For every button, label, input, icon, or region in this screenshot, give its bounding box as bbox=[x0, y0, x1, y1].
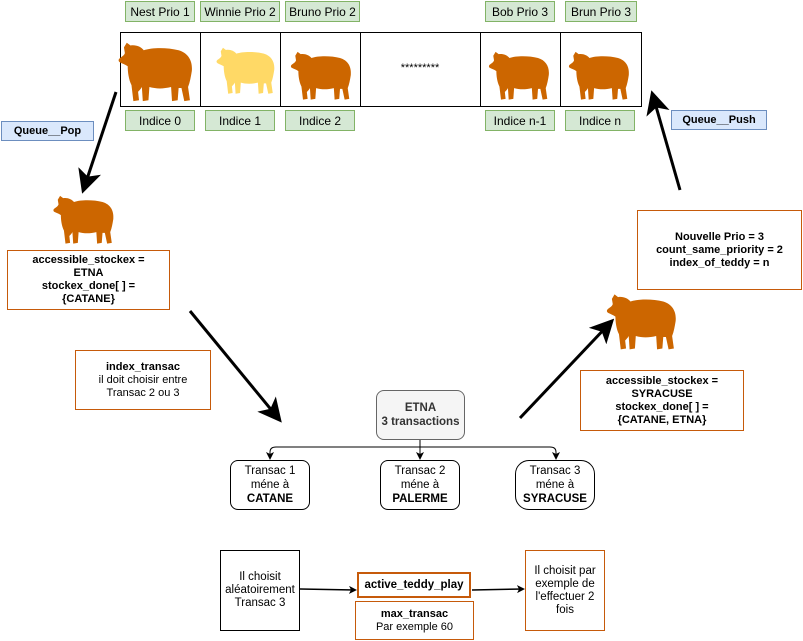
index-transac-line: Transac 2 ou 3 bbox=[106, 386, 180, 399]
left-state-line: accessible_stockex = bbox=[32, 254, 145, 266]
example-choice-line: fois bbox=[556, 603, 574, 616]
etna-branch bbox=[269, 440, 557, 458]
example-choice-line: Il choisit par bbox=[534, 564, 596, 577]
right-state-line: stockex_done[ ] = bbox=[615, 400, 709, 413]
transac-destination: CATANE bbox=[246, 493, 294, 505]
example-choice-box: Il choisit par exemple de l'effectuer 2 … bbox=[525, 550, 605, 631]
queue-index-4: Indice n bbox=[565, 110, 635, 131]
queue-pop-label: Queue__Pop bbox=[1, 121, 94, 141]
left-state-line: ETNA bbox=[73, 267, 104, 279]
new-priority-line: index_of_teddy = n bbox=[669, 256, 770, 269]
queue-divider bbox=[560, 32, 561, 106]
left-state-box: accessible_stockex = ETNA stockex_done[ … bbox=[7, 250, 170, 310]
to-active-teddy-arrow bbox=[299, 585, 357, 594]
to-bear-arrow bbox=[518, 318, 615, 420]
queue-index-0: Indice 0 bbox=[125, 110, 195, 131]
max-transac-box: max_transac Par exemple 60 bbox=[355, 601, 474, 640]
etna-subtitle: 3 transactions bbox=[381, 416, 460, 428]
right-state-line: accessible_stockex = bbox=[605, 374, 719, 387]
example-choice-line: l'effectuer 2 bbox=[535, 590, 595, 603]
queue-name-1: Winnie Prio 2 bbox=[200, 1, 280, 22]
transac-destination: SYRACUSE bbox=[523, 493, 587, 505]
etna-title: ETNA bbox=[404, 402, 437, 414]
right-state-line: SYRACUSE bbox=[631, 387, 693, 400]
transac-destination: PALERME bbox=[392, 493, 448, 505]
queue-container bbox=[120, 32, 642, 107]
transac-line: méne à bbox=[400, 479, 440, 491]
transac-box-3: Transac 3 méne à SYRACUSE bbox=[515, 460, 595, 510]
transac-line: méne à bbox=[535, 479, 575, 491]
queue-divider bbox=[200, 32, 201, 106]
random-choice-box: Il choisit aléatoirement Transac 3 bbox=[220, 550, 300, 631]
new-priority-line: count_same_priority = 2 bbox=[656, 243, 783, 256]
transac-line: Transac 3 bbox=[529, 465, 581, 477]
random-choice-line: aléatoirement bbox=[225, 584, 295, 596]
max-transac-line: Par exemple 60 bbox=[375, 620, 454, 633]
left-state-line: stockex_done[ ] = bbox=[41, 280, 136, 292]
index-transac-title: index_transac bbox=[106, 360, 180, 373]
queue-name-0: Nest Prio 1 bbox=[125, 1, 195, 22]
max-transac-title: max_transac bbox=[380, 607, 449, 620]
queue-divider bbox=[480, 32, 481, 106]
left-state-line: {CATANE} bbox=[62, 293, 115, 305]
right-state-box: accessible_stockex = SYRACUSE stockex_do… bbox=[580, 370, 744, 431]
transac-box-1: Transac 1 méne à CATANE bbox=[230, 460, 310, 510]
queue-index-2: Indice 2 bbox=[285, 110, 355, 131]
queue-ellipsis: ********* bbox=[400, 62, 440, 74]
push-arrow bbox=[646, 90, 682, 191]
transac-line: Transac 1 bbox=[244, 465, 296, 477]
queue-divider bbox=[280, 32, 281, 106]
new-priority-box: Nouvelle Prio = 3 count_same_priority = … bbox=[637, 210, 802, 290]
new-priority-line: Nouvelle Prio = 3 bbox=[675, 230, 764, 243]
transac-line: Transac 2 bbox=[394, 465, 446, 477]
to-example-arrow bbox=[471, 585, 525, 594]
pop-arrow bbox=[78, 91, 118, 194]
index-transac-box: index_transac il doit choisir entre Tran… bbox=[75, 350, 211, 410]
queue-divider bbox=[360, 32, 361, 106]
transac-box-2: Transac 2 méne à PALERME bbox=[380, 460, 460, 510]
queue-name-3: Bob Prio 3 bbox=[485, 1, 555, 22]
example-choice-line: exemple de bbox=[535, 577, 595, 590]
index-transac-line: il doit choisir entre bbox=[98, 373, 188, 386]
queue-name-2: Bruno Prio 2 bbox=[285, 1, 360, 22]
etna-box: ETNA 3 transactions bbox=[376, 390, 465, 440]
transac-line: méne à bbox=[250, 479, 290, 491]
queue-index-1: Indice 1 bbox=[205, 110, 275, 131]
queue-push-label: Queue__Push bbox=[671, 110, 767, 130]
random-choice-line: Il choisit bbox=[239, 571, 281, 583]
right-state-line: {CATANE, ETNA} bbox=[617, 413, 707, 426]
to-etna-arrow bbox=[188, 310, 282, 423]
queue-index-3: Indice n-1 bbox=[485, 110, 555, 131]
queue-name-4: Brun Prio 3 bbox=[565, 1, 637, 22]
active-teddy-play-box: active_teddy_play bbox=[357, 572, 471, 598]
random-choice-line: Transac 3 bbox=[234, 597, 286, 609]
